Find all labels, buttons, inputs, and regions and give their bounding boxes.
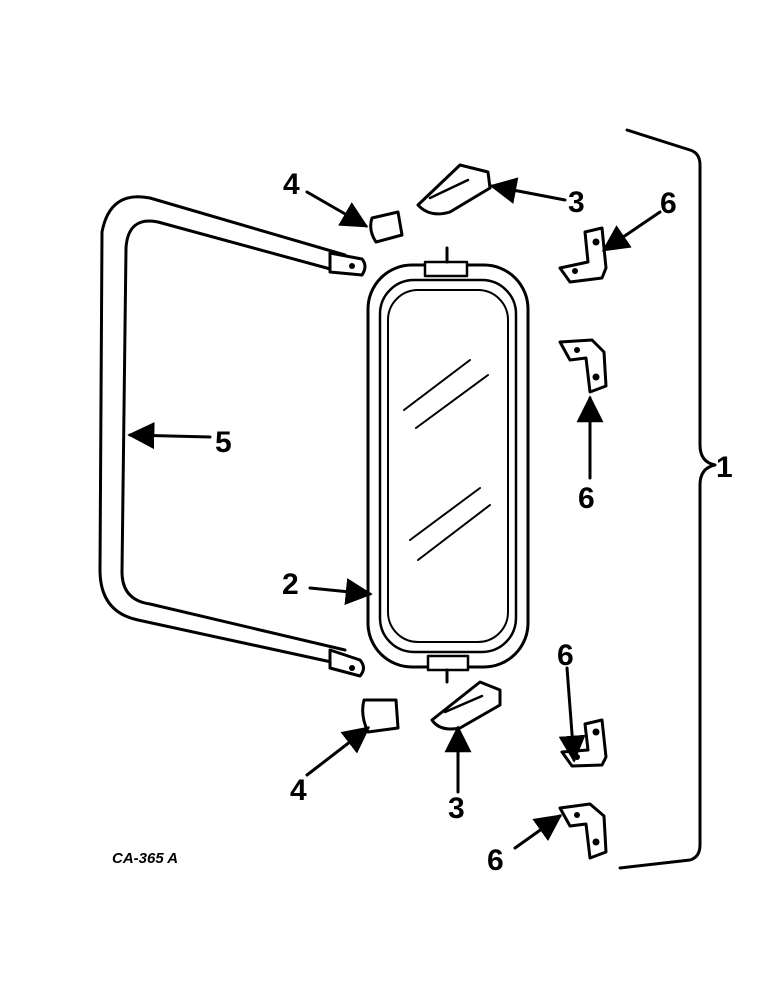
callout-2: 2 — [282, 568, 299, 601]
callout-5: 5 — [215, 426, 232, 459]
callout-3-top: 3 — [568, 186, 585, 219]
callout-3-bottom: 3 — [448, 792, 465, 825]
bracket-a — [558, 226, 608, 284]
callout-4-bottom: 4 — [290, 774, 307, 807]
callout-6-b: 6 — [578, 482, 595, 515]
cap-top — [369, 210, 404, 244]
callout-4-top: 4 — [283, 168, 300, 201]
callout-1: 1 — [716, 451, 733, 484]
clamp-bottom — [430, 680, 502, 731]
cap-bottom — [361, 698, 400, 734]
clamp-top — [416, 163, 492, 216]
bracket-d — [558, 802, 608, 860]
mirror-arm — [98, 195, 367, 678]
bracket-b — [558, 338, 608, 394]
callout-6-a: 6 — [660, 187, 677, 220]
figure-code: CA-365 A — [112, 850, 178, 867]
assembly-bracket — [618, 128, 717, 870]
callout-6-d: 6 — [487, 844, 504, 877]
mirror-head — [366, 246, 530, 684]
callout-6-c: 6 — [557, 639, 574, 672]
bracket-c — [560, 718, 608, 768]
leader-lines — [127, 177, 662, 850]
